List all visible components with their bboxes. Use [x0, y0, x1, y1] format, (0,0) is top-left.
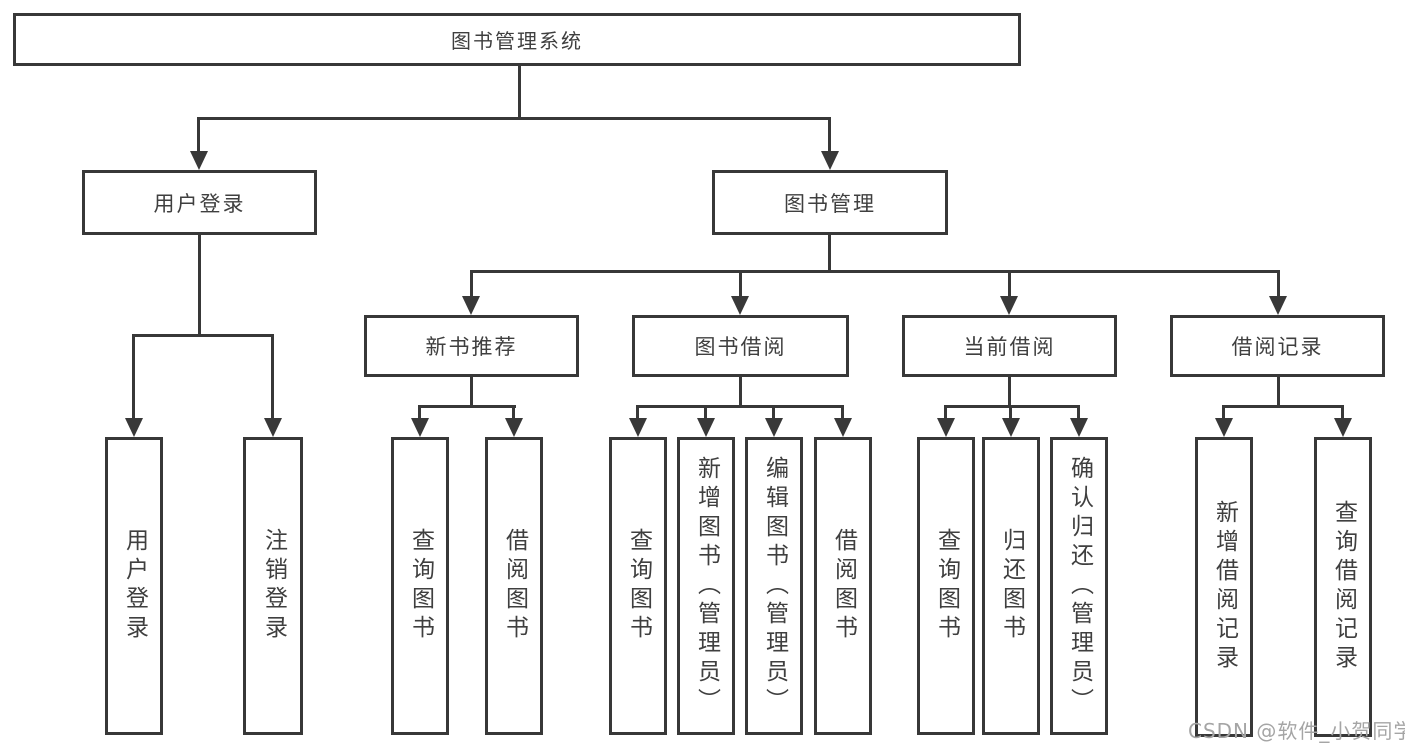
connector-drop-line: [132, 334, 135, 420]
node-user-login: 用户登录: [82, 170, 317, 235]
leaf-borrow-books-label: 借阅图书: [830, 528, 857, 644]
connector-drop-line: [512, 405, 515, 421]
arrow-down-icon: [765, 418, 783, 437]
csdn-watermark: CSDN @软件_小贺同学: [1188, 719, 1405, 743]
connector-trunk-line: [198, 235, 201, 337]
arrow-down-icon: [731, 296, 749, 315]
leaf-recommend-query-books: 查询图书: [391, 437, 449, 735]
leaf-recommend-borrow-books: 借阅图书: [485, 437, 543, 735]
connector-drop-line: [636, 405, 639, 421]
leaf-borrow-books: 借阅图书: [814, 437, 872, 735]
node-root-label: 图书管理系统: [451, 29, 583, 53]
leaf-recommend-query-books-label: 查询图书: [407, 528, 434, 644]
node-borrowing-records: 借阅记录: [1170, 315, 1385, 377]
leaf-borrow-query-books-label: 查询图书: [625, 528, 652, 644]
leaf-add-borrow-record: 新增借阅记录: [1195, 437, 1253, 737]
connector-trunk-line: [1277, 377, 1280, 408]
leaf-confirm-return-admin-label: 确认归还（管理员）: [1066, 455, 1093, 717]
connector-drop-line: [1277, 270, 1280, 298]
node-new-book-recommend: 新书推荐: [364, 315, 579, 377]
node-new-book-recommend-label: 新书推荐: [425, 335, 518, 359]
connector-drop-line: [1008, 270, 1011, 298]
arrow-down-icon: [411, 418, 429, 437]
arrow-down-icon: [629, 418, 647, 437]
connector-drop-line: [772, 405, 775, 421]
arrow-down-icon: [1002, 418, 1020, 437]
leaf-logout-label: 注销登录: [260, 528, 287, 644]
leaf-current-query-books-label: 查询图书: [933, 528, 960, 644]
arrow-down-icon: [264, 418, 282, 437]
leaf-confirm-return-admin: 确认归还（管理员）: [1050, 437, 1108, 735]
node-current-borrowing-label: 当前借阅: [963, 335, 1056, 359]
leaf-edit-books-admin-label: 编辑图书（管理员）: [761, 455, 788, 717]
connector-cross-line: [470, 270, 1280, 273]
node-current-borrowing: 当前借阅: [902, 315, 1117, 377]
connector-drop-line: [1077, 405, 1080, 421]
leaf-user-login: 用户登录: [105, 437, 163, 735]
connector-cross-line: [418, 405, 516, 408]
leaf-borrow-query-books: 查询图书: [609, 437, 667, 735]
arrow-down-icon: [125, 418, 143, 437]
node-book-management: 图书管理: [712, 170, 948, 235]
arrow-down-icon: [1070, 418, 1088, 437]
connector-trunk-line: [470, 377, 473, 408]
leaf-user-login-label: 用户登录: [121, 528, 148, 644]
arrow-down-icon: [1269, 296, 1287, 315]
connector-cross-line: [636, 405, 843, 408]
leaf-recommend-borrow-books-label: 借阅图书: [501, 528, 528, 644]
arrow-down-icon: [937, 418, 955, 437]
leaf-add-books-admin: 新增图书（管理员）: [677, 437, 735, 735]
leaf-add-books-admin-label: 新增图书（管理员）: [693, 455, 720, 717]
connector-drop-line: [1009, 405, 1012, 421]
arrow-down-icon: [697, 418, 715, 437]
connector-drop-line: [418, 405, 421, 421]
connector-drop-line: [828, 117, 831, 153]
leaf-query-borrow-record-label: 查询借阅记录: [1330, 500, 1357, 674]
connector-drop-line: [944, 405, 947, 421]
node-root: 图书管理系统: [13, 13, 1021, 66]
leaf-query-borrow-record: 查询借阅记录: [1314, 437, 1372, 737]
connector-drop-line: [841, 405, 844, 421]
leaf-return-books-label: 归还图书: [998, 528, 1025, 644]
connector-drop-line: [704, 405, 707, 421]
connector-drop-line: [1222, 405, 1225, 421]
arrow-down-icon: [821, 151, 839, 170]
node-book-borrowing-label: 图书借阅: [694, 335, 787, 359]
leaf-return-books: 归还图书: [982, 437, 1040, 735]
leaf-logout: 注销登录: [243, 437, 303, 735]
arrow-down-icon: [1215, 418, 1233, 437]
connector-drop-line: [197, 117, 200, 153]
connector-trunk-line: [518, 66, 521, 120]
connector-trunk-line: [828, 235, 831, 273]
arrow-down-icon: [462, 296, 480, 315]
connector-drop-line: [739, 270, 742, 298]
node-borrowing-records-label: 借阅记录: [1231, 335, 1324, 359]
arrow-down-icon: [1334, 418, 1352, 437]
arrow-down-icon: [834, 418, 852, 437]
node-user-login-label: 用户登录: [153, 191, 246, 216]
connector-cross-line: [132, 334, 274, 337]
leaf-current-query-books: 查询图书: [917, 437, 975, 735]
connector-drop-line: [1341, 405, 1344, 421]
node-book-management-label: 图书管理: [784, 191, 876, 216]
connector-trunk-line: [739, 377, 742, 408]
connector-cross-line: [197, 117, 831, 120]
arrow-down-icon: [1000, 296, 1018, 315]
connector-drop-line: [470, 270, 473, 298]
connector-trunk-line: [1008, 377, 1011, 408]
leaf-edit-books-admin: 编辑图书（管理员）: [745, 437, 803, 735]
connector-cross-line: [1222, 405, 1343, 408]
arrow-down-icon: [505, 418, 523, 437]
connector-drop-line: [271, 334, 274, 420]
node-book-borrowing: 图书借阅: [632, 315, 849, 377]
arrow-down-icon: [190, 151, 208, 170]
leaf-add-borrow-record-label: 新增借阅记录: [1211, 500, 1238, 674]
